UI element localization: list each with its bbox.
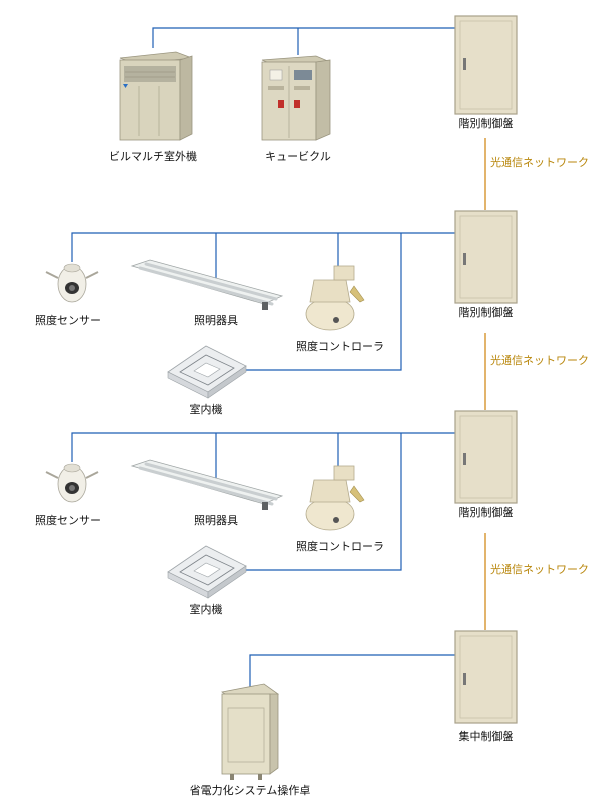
label-cubicle: キュービクル: [265, 150, 331, 163]
label-panel-2: 階別制御盤: [459, 305, 514, 319]
label-floor1-indoor: 室内機: [190, 402, 223, 416]
label-console: 省電力化システム操作卓: [190, 783, 311, 797]
wire-console: [249, 654, 455, 688]
illuminance-controller-icon: [305, 465, 365, 531]
light-fixture-icon: [130, 459, 284, 510]
label-floor2-indoor: 室内機: [190, 602, 223, 616]
panel-handle: [463, 253, 466, 265]
label-floor2-controller: 照度コントローラ: [296, 539, 384, 553]
floor-control-panel-2: [454, 210, 518, 304]
wire-floor1-indoor: [246, 233, 402, 371]
label-floor1-controller: 照度コントローラ: [296, 339, 384, 353]
illuminance-sensor-icon: [45, 263, 99, 303]
wire-floor2-indoor: [246, 433, 402, 571]
floor-control-panel-3: [454, 410, 518, 504]
label-outdoor-unit: ビルマルチ室外機: [109, 149, 197, 163]
label-panel-1: 階別制御盤: [459, 116, 514, 130]
brand-logo-icon: [123, 84, 128, 88]
label-central-panel: 集中制御盤: [459, 729, 514, 743]
signal-wires: [71, 27, 455, 688]
floor-control-panel-1: [454, 15, 518, 115]
wire-top-main: [152, 27, 455, 48]
label-fiber-1: 光通信ネットワーク: [490, 155, 589, 169]
panel-handle: [463, 673, 466, 685]
central-control-panel: [454, 630, 518, 724]
wire-floor2-main: [71, 432, 455, 462]
label-floor2-sensor: 照度センサー: [35, 513, 101, 527]
panel-handle: [463, 453, 466, 465]
indoor-unit-icon: [167, 545, 247, 599]
outdoor-unit-icon: [119, 51, 193, 141]
illuminance-sensor-icon: [45, 463, 99, 503]
console-icon: [221, 683, 279, 780]
label-panel-3: 階別制御盤: [459, 505, 514, 519]
label-fiber-3: 光通信ネットワーク: [490, 562, 589, 576]
indoor-unit-icon: [167, 345, 247, 399]
label-floor1-light: 照明器具: [194, 314, 238, 327]
label-floor1-sensor: 照度センサー: [35, 313, 101, 327]
wire-floor1-main: [71, 232, 455, 262]
label-fiber-2: 光通信ネットワーク: [490, 353, 589, 367]
labels: ビルマルチ室外機 キュービクル 階別制御盤 光通信ネットワーク 照度センサー 照…: [35, 116, 589, 797]
light-fixture-icon: [130, 259, 284, 310]
label-floor2-light: 照明器具: [194, 514, 238, 527]
cubicle-icon: [261, 55, 331, 141]
panel-handle: [463, 58, 466, 70]
illuminance-controller-icon: [305, 265, 365, 331]
